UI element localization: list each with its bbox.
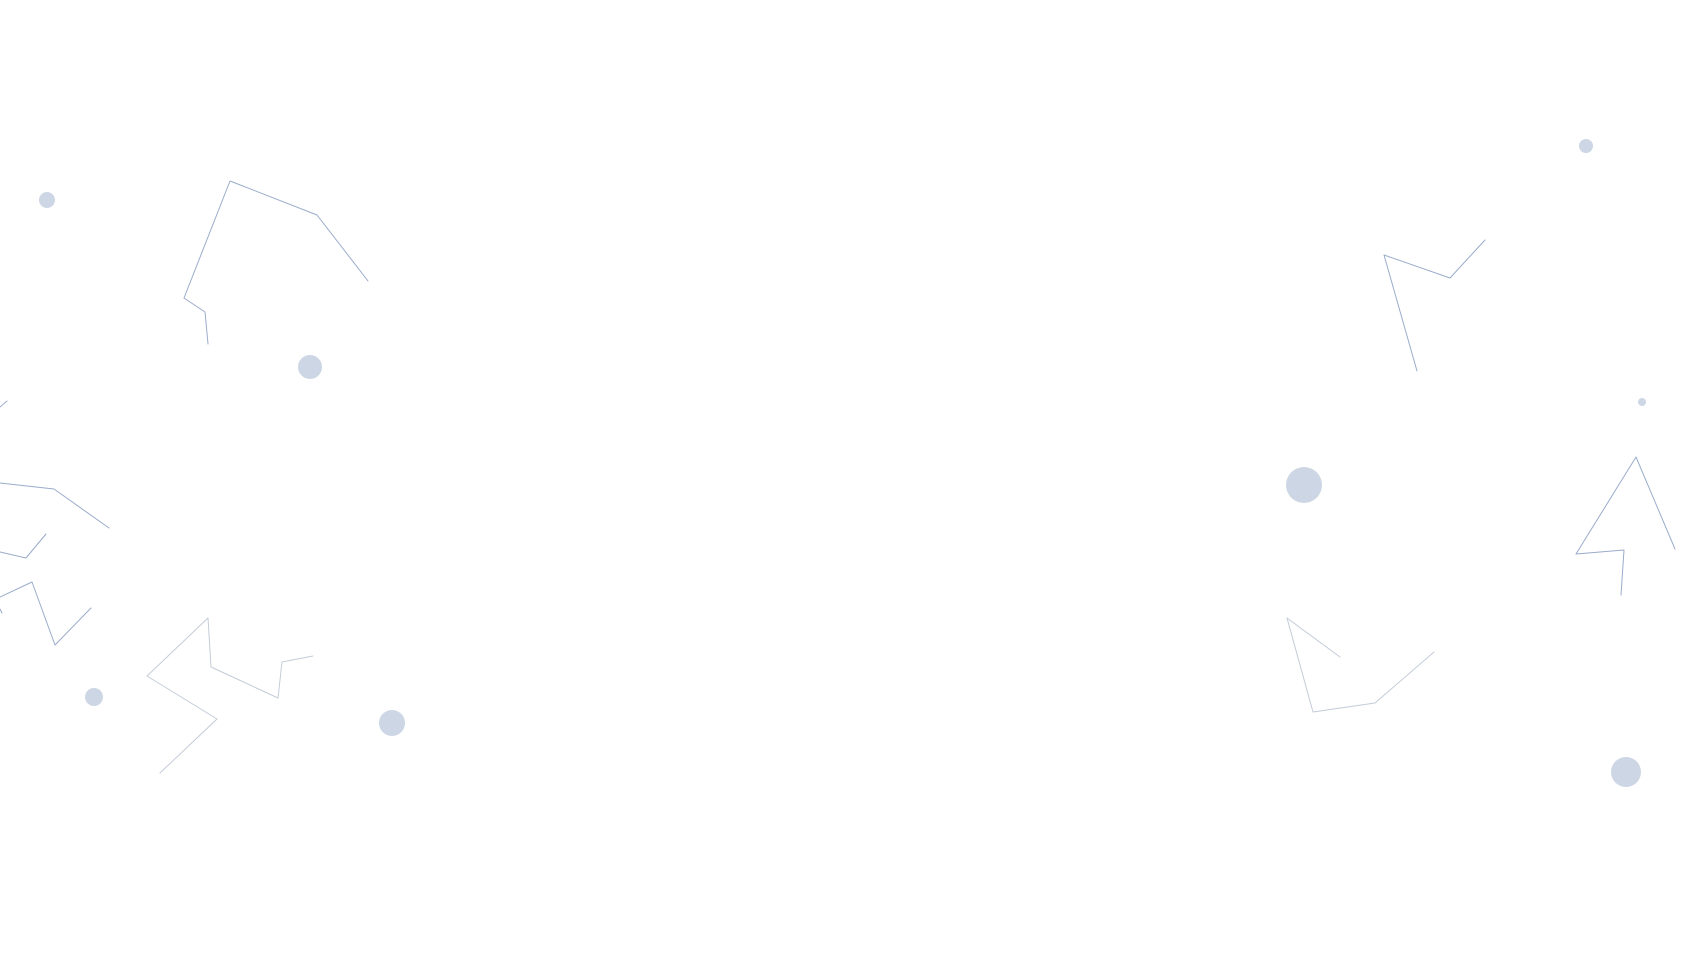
decorative-polyline <box>0 533 47 559</box>
decorative-dot <box>1579 139 1593 153</box>
decorative-polyline <box>0 581 92 646</box>
decorative-dot <box>1638 398 1646 406</box>
decorative-dot <box>379 710 405 736</box>
decorative-dot <box>85 688 103 706</box>
decorative-polyline <box>0 482 110 529</box>
decorative-polyline <box>1575 456 1676 596</box>
decorative-dot <box>298 355 322 379</box>
decorative-dot <box>39 192 55 208</box>
decorative-polyline <box>183 180 369 345</box>
decorative-polyline <box>0 400 8 408</box>
decorative-polyline <box>146 617 314 774</box>
decorative-polyline <box>1286 617 1435 713</box>
decorative-polyline <box>1383 239 1486 372</box>
decorative-dot <box>1611 757 1641 787</box>
decorative-polyline <box>0 608 3 614</box>
decorative-dot <box>1286 467 1322 503</box>
